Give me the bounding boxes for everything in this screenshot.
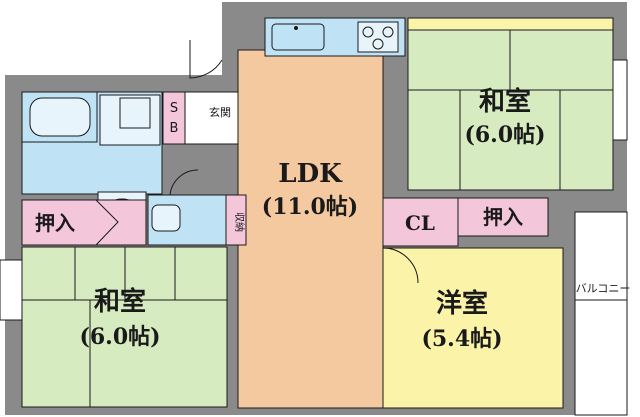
ldk-name: LDK	[278, 159, 343, 189]
washitsu-sw-name: 和室	[94, 286, 146, 317]
entrance-door-icon	[189, 40, 223, 79]
shoe-box	[162, 91, 186, 145]
youshitsu-door-icon	[382, 247, 419, 284]
washitsu-sw-size: (6.0帖)	[79, 324, 160, 350]
faucet-icon	[294, 26, 298, 30]
washing-machine-space	[99, 94, 161, 146]
tokonoma	[407, 17, 614, 31]
sliding-door-left	[95, 199, 119, 246]
ldk-size: (11.0帖)	[262, 194, 358, 220]
tatami-lines-sw	[22, 247, 227, 407]
balcony[interactable]	[574, 211, 628, 416]
closet-cl-label: CL	[405, 211, 435, 235]
shuno-label: 収納	[233, 212, 246, 232]
sink-icon	[271, 23, 325, 51]
genkan-area[interactable]	[184, 91, 239, 145]
balcony-label: バルコニー	[576, 282, 631, 295]
oshiire-right-label: 押入	[483, 205, 523, 229]
stove-icon	[357, 21, 399, 53]
closet-cl	[382, 197, 459, 247]
room-ldk[interactable]	[237, 49, 384, 409]
genkan-label: 玄関	[209, 105, 231, 119]
tatami-lines-ne	[408, 30, 613, 190]
bathtub-area	[21, 91, 98, 143]
storage-oshiire-right	[457, 197, 549, 237]
storage-shuno	[225, 194, 247, 246]
window-west	[0, 259, 23, 321]
toilet-icon	[151, 204, 181, 232]
room-youshitsu[interactable]	[382, 247, 564, 409]
toilet-door-icon	[169, 169, 199, 196]
washitsu-ne-size: (6.0帖)	[464, 122, 545, 148]
toilet-room[interactable]	[147, 194, 227, 246]
sb-label-b: B	[170, 121, 179, 136]
window-northeast	[612, 59, 628, 141]
sb-label-s: S	[170, 101, 178, 116]
bathtub-icon	[29, 97, 91, 137]
storage-oshiire-left	[21, 199, 147, 246]
washer-icon	[119, 97, 151, 129]
oshiire-left-label: 押入	[35, 211, 75, 235]
washitsu-ne-name: 和室	[479, 86, 531, 117]
youshitsu-name: 洋室	[436, 288, 488, 319]
youshitsu-size: (5.4帖)	[421, 326, 502, 352]
